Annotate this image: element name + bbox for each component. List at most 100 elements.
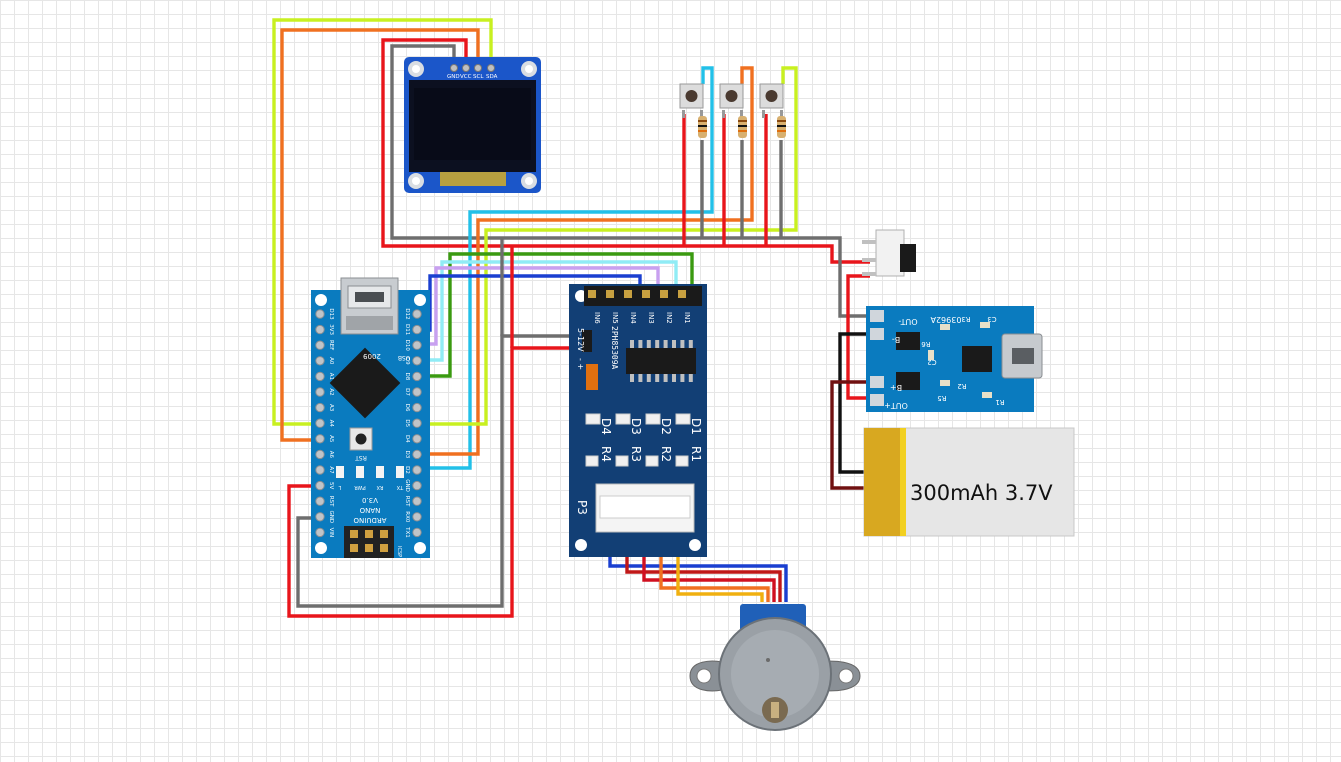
wire-oled-sda[interactable] bbox=[272, 18, 493, 426]
arduino-pin[interactable] bbox=[412, 527, 422, 538]
oled-pin[interactable] bbox=[487, 64, 495, 72]
wire-button2-signal[interactable] bbox=[417, 66, 754, 456]
arduino-pin[interactable] bbox=[315, 512, 325, 522]
lipo-battery: 300mAh 3.7V bbox=[863, 427, 1075, 537]
arduino-led bbox=[356, 466, 364, 478]
arduino-pin-label: D6 bbox=[404, 404, 410, 412]
charger-pad[interactable] bbox=[870, 328, 884, 340]
arduino-pin[interactable] bbox=[412, 496, 422, 506]
wire-driver-vcc[interactable] bbox=[287, 346, 582, 618]
arduino-pin[interactable] bbox=[315, 340, 325, 350]
arduino-pin[interactable] bbox=[412, 512, 422, 522]
usb-connector[interactable] bbox=[340, 277, 399, 335]
driver-power-header[interactable] bbox=[582, 330, 592, 352]
wire-button1-signal[interactable] bbox=[417, 66, 714, 470]
arduino-pin[interactable] bbox=[315, 496, 325, 506]
arduino-pin[interactable] bbox=[315, 387, 325, 397]
arduino-pin[interactable] bbox=[315, 356, 325, 366]
arduino-pin[interactable] bbox=[412, 324, 422, 335]
arduino-pin[interactable] bbox=[315, 324, 325, 335]
arduino-pin[interactable] bbox=[412, 418, 422, 428]
wire-driver-gnd[interactable] bbox=[296, 334, 582, 608]
driver-input-pin[interactable] bbox=[606, 290, 614, 298]
switch-slider[interactable] bbox=[900, 244, 916, 272]
arduino-pin[interactable] bbox=[315, 480, 325, 491]
driver-input-pin[interactable] bbox=[588, 290, 596, 298]
driver-input-pin[interactable] bbox=[642, 290, 650, 298]
wire-driver-in1[interactable] bbox=[417, 252, 694, 378]
arduino-led-label: RX bbox=[376, 484, 383, 490]
arduino-pin[interactable] bbox=[315, 434, 325, 444]
arduino-pin-label: GND bbox=[328, 510, 334, 523]
driver-input-pin[interactable] bbox=[660, 290, 668, 298]
charger-part-label: R6 bbox=[921, 340, 931, 348]
charger-part-label: C3 bbox=[987, 315, 996, 323]
microcontroller-chip bbox=[329, 347, 401, 419]
wire-oled-gnd[interactable] bbox=[390, 44, 870, 318]
oled-pin[interactable] bbox=[450, 64, 458, 72]
arduino-led bbox=[376, 466, 384, 478]
push-button-2[interactable] bbox=[719, 83, 744, 118]
arduino-pin[interactable] bbox=[315, 527, 325, 538]
arduino-pin[interactable] bbox=[315, 465, 325, 475]
arduino-pin[interactable] bbox=[412, 402, 422, 413]
arduino-board-name: ARDUINO bbox=[353, 516, 386, 524]
wire-oled-scl[interactable] bbox=[280, 28, 480, 442]
arduino-pin[interactable] bbox=[315, 371, 325, 382]
tp4056-chip bbox=[962, 346, 992, 372]
charger-pad[interactable] bbox=[870, 394, 884, 406]
icsp-header[interactable] bbox=[344, 526, 394, 558]
charger-pad-label: OUT+ bbox=[884, 401, 908, 410]
charger-pad[interactable] bbox=[870, 376, 884, 388]
wire-battery-neg[interactable] bbox=[838, 332, 870, 474]
driver-input-pin[interactable] bbox=[678, 290, 686, 298]
driver-input-label: IN1 bbox=[683, 312, 691, 324]
driver-input-label: IN6 bbox=[593, 312, 601, 324]
arduino-pin[interactable] bbox=[412, 387, 422, 397]
arduino-pin[interactable] bbox=[315, 449, 325, 460]
arduino-pin[interactable] bbox=[412, 434, 422, 444]
micro-usb-port[interactable] bbox=[1001, 333, 1043, 379]
arduino-pin[interactable] bbox=[412, 371, 422, 382]
driver-input-label: IN3 bbox=[647, 312, 655, 324]
oled-pin[interactable] bbox=[474, 64, 482, 72]
arduino-pin-label: A4 bbox=[328, 420, 334, 428]
wire-switch-out[interactable] bbox=[846, 274, 870, 400]
arduino-pin-label: A3 bbox=[328, 404, 334, 412]
wire-button3-signal[interactable] bbox=[417, 66, 798, 426]
push-button-1[interactable] bbox=[679, 83, 704, 118]
arduino-pin-label: D10 bbox=[404, 340, 410, 352]
arduino-pin-label: A5 bbox=[328, 435, 334, 443]
oled-pin-label-scl: SCL bbox=[473, 74, 484, 80]
arduino-pin[interactable] bbox=[412, 356, 422, 366]
arduino-pin-label: D8 bbox=[404, 373, 410, 381]
wire-battery-pos[interactable] bbox=[830, 380, 870, 490]
reset-button[interactable] bbox=[349, 427, 373, 451]
arduino-pin[interactable] bbox=[412, 465, 422, 475]
push-button-3[interactable] bbox=[759, 83, 784, 118]
motor-connector[interactable] bbox=[595, 483, 695, 533]
arduino-pin[interactable] bbox=[315, 418, 325, 428]
charger-pad[interactable] bbox=[870, 310, 884, 322]
arduino-pin[interactable] bbox=[315, 309, 325, 319]
arduino-pin[interactable] bbox=[315, 402, 325, 413]
arduino-pin[interactable] bbox=[412, 449, 422, 460]
driver-input-label: IN5 bbox=[611, 312, 619, 324]
arduino-pin[interactable] bbox=[412, 340, 422, 350]
arduino-pin-label: RST bbox=[328, 496, 334, 507]
arduino-led bbox=[336, 466, 344, 478]
driver-led-label: D2 bbox=[659, 418, 673, 435]
wire-driver-in2[interactable] bbox=[417, 260, 678, 362]
driver-resistor bbox=[675, 455, 689, 467]
slide-switch[interactable] bbox=[862, 229, 916, 277]
arduino-pin[interactable] bbox=[412, 309, 422, 319]
arduino-icsp-label: ICSP bbox=[396, 546, 402, 557]
arduino-led-label: TX bbox=[396, 484, 404, 490]
oled-pin[interactable] bbox=[462, 64, 470, 72]
wire-oled-vcc[interactable] bbox=[381, 38, 870, 264]
driver-input-pin[interactable] bbox=[624, 290, 632, 298]
arduino-pin[interactable] bbox=[412, 480, 422, 491]
arduino-led-label: PWR bbox=[354, 484, 366, 490]
